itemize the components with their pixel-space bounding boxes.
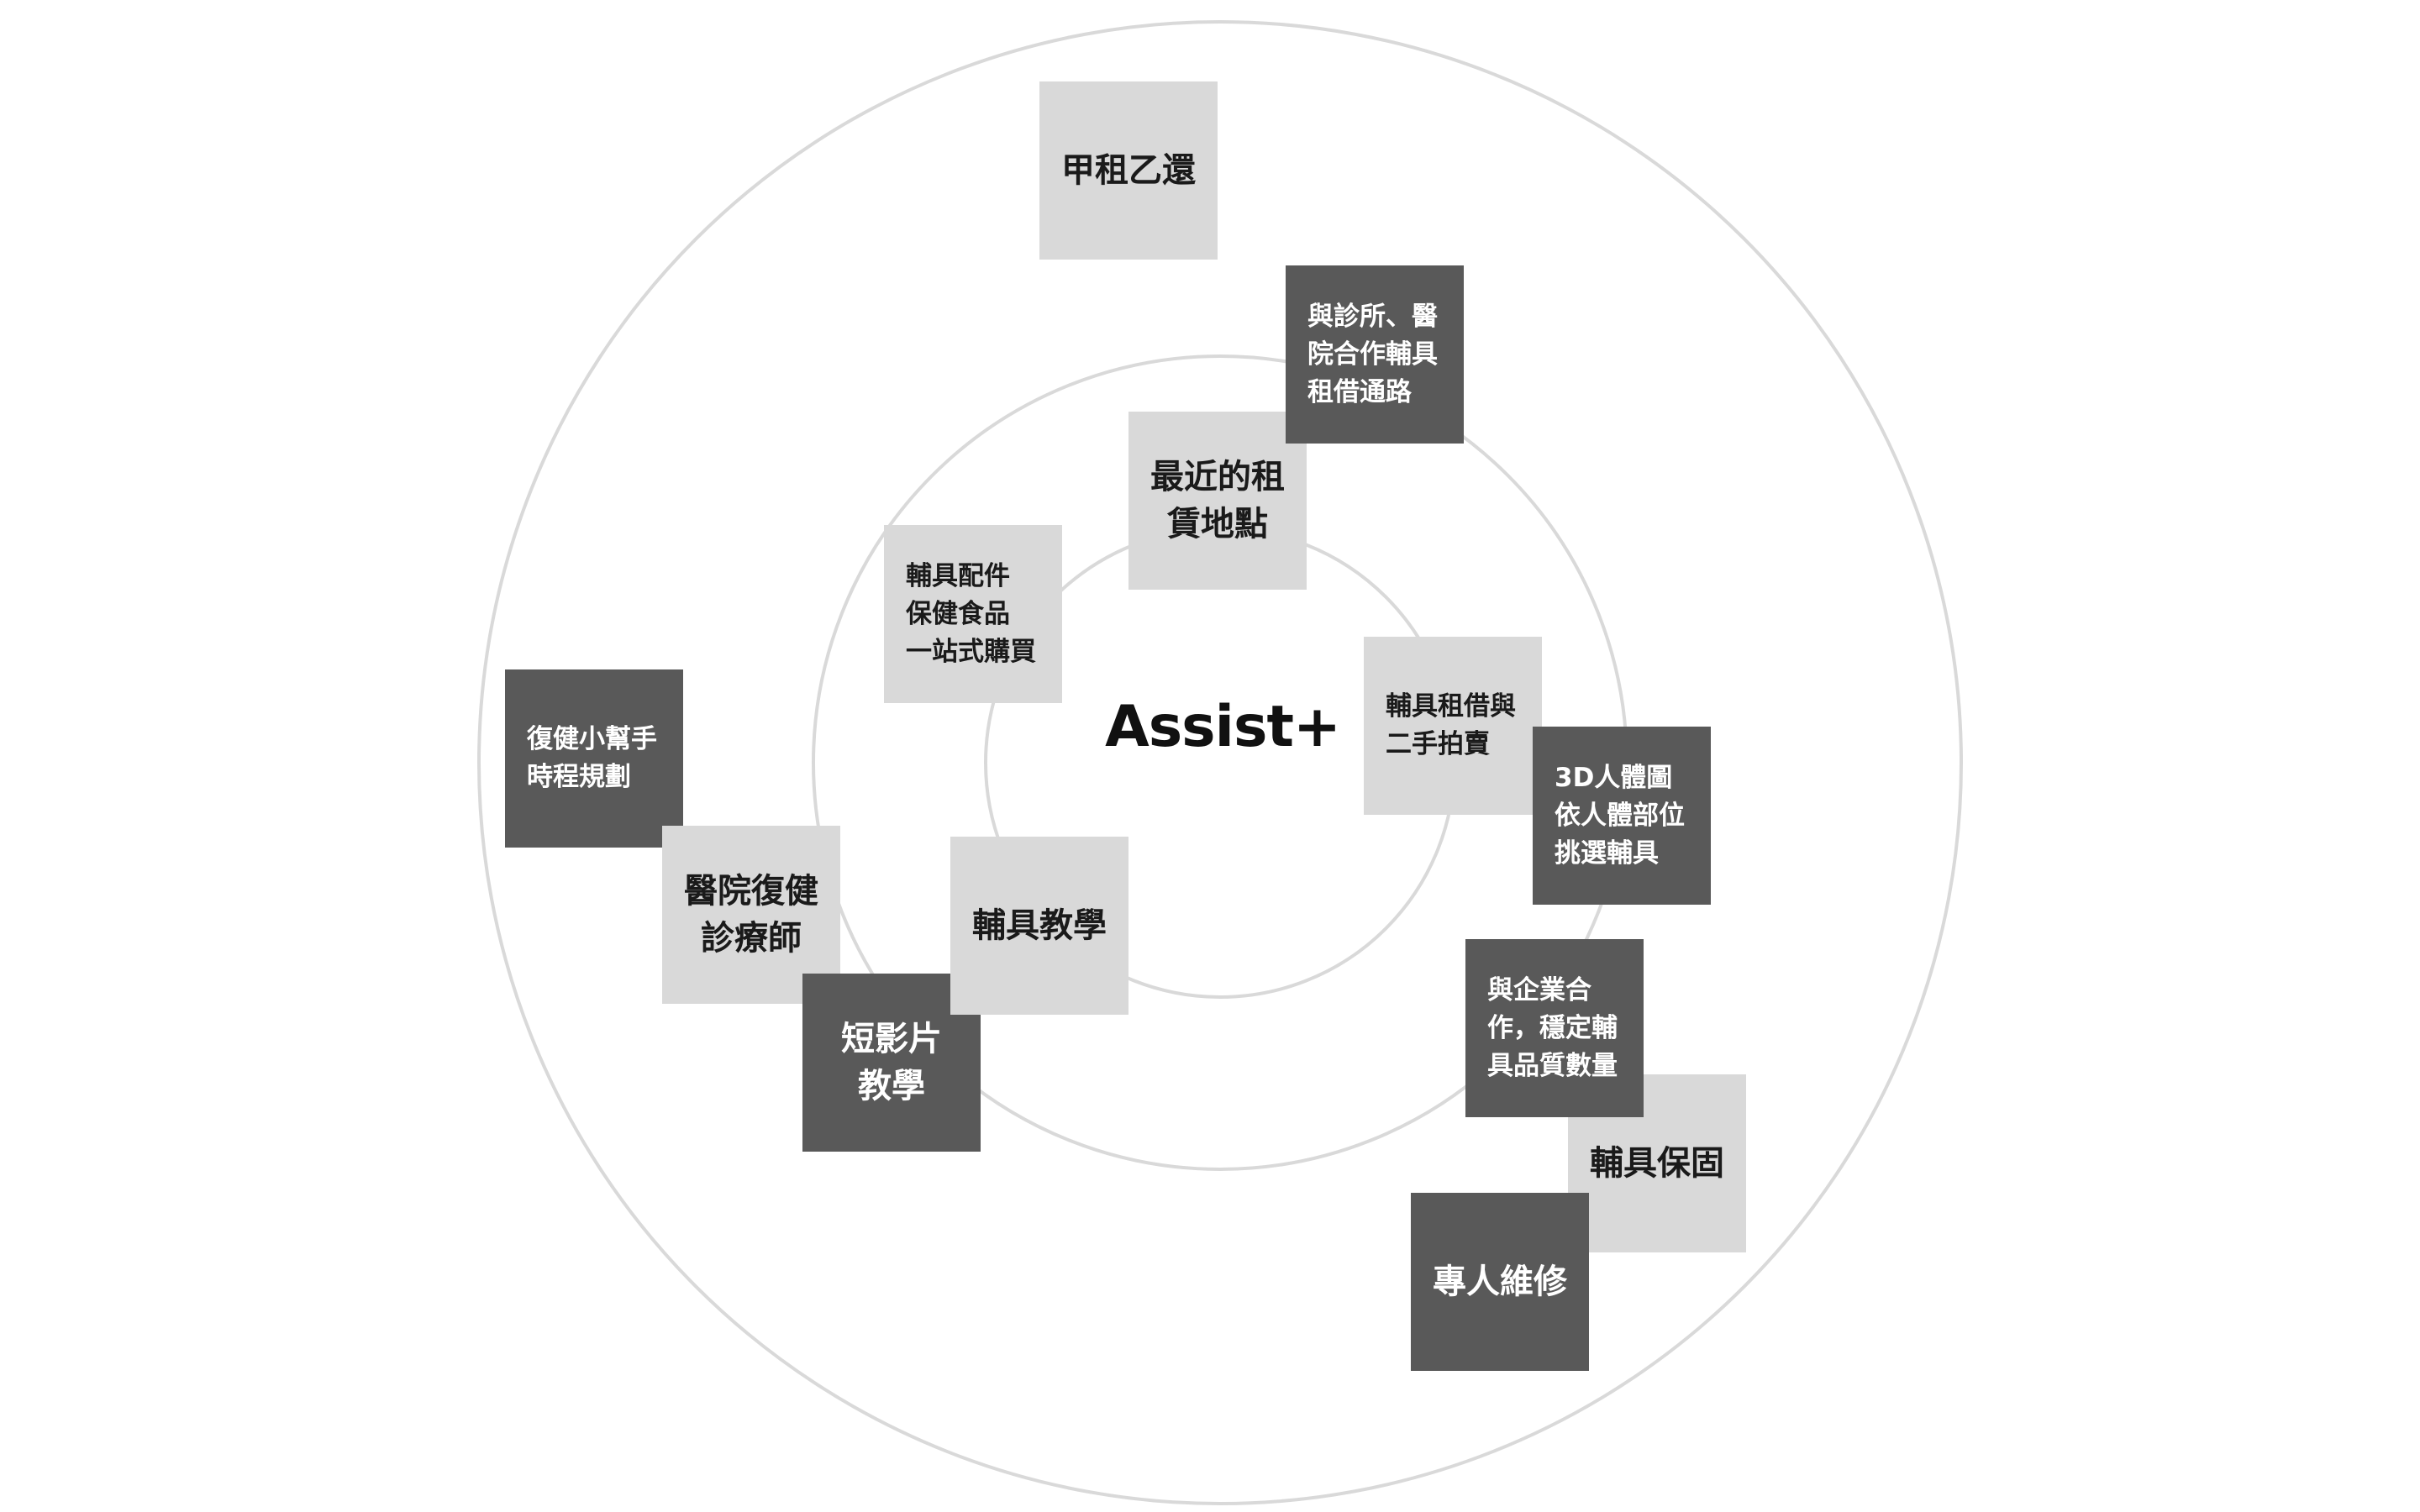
note-repair: 專人維修 bbox=[1411, 1193, 1589, 1371]
note-hospital-therapist: 醫院復健 診療師 bbox=[662, 826, 840, 1004]
note-short-video: 短影片 教學 bbox=[802, 974, 981, 1152]
center-label: Assist+ bbox=[1105, 693, 1341, 760]
note-accessories: 輔具配件 保健食品 一站式購買 bbox=[884, 525, 1062, 703]
note-rental-auction: 輔具租借與 二手拍賣 bbox=[1364, 637, 1542, 815]
note-aid-teaching: 輔具教學 bbox=[950, 837, 1128, 1015]
note-rehab-helper: 復健小幫手 時程規劃 bbox=[505, 669, 683, 848]
note-warranty: 輔具保固 bbox=[1568, 1074, 1746, 1252]
note-recent-location: 最近的租 賃地點 bbox=[1128, 412, 1307, 590]
note-clinic-hospital: 與診所、醫 院合作輔具 租借通路 bbox=[1286, 265, 1464, 444]
note-rent-return: 甲租乙還 bbox=[1039, 81, 1218, 260]
note-enterprise: 與企業合 作，穩定輔 具品質數量 bbox=[1465, 939, 1644, 1117]
outer-ring bbox=[477, 20, 1963, 1505]
note-3d-body: 3D人體圖 依人體部位 挑選輔具 bbox=[1533, 727, 1711, 905]
